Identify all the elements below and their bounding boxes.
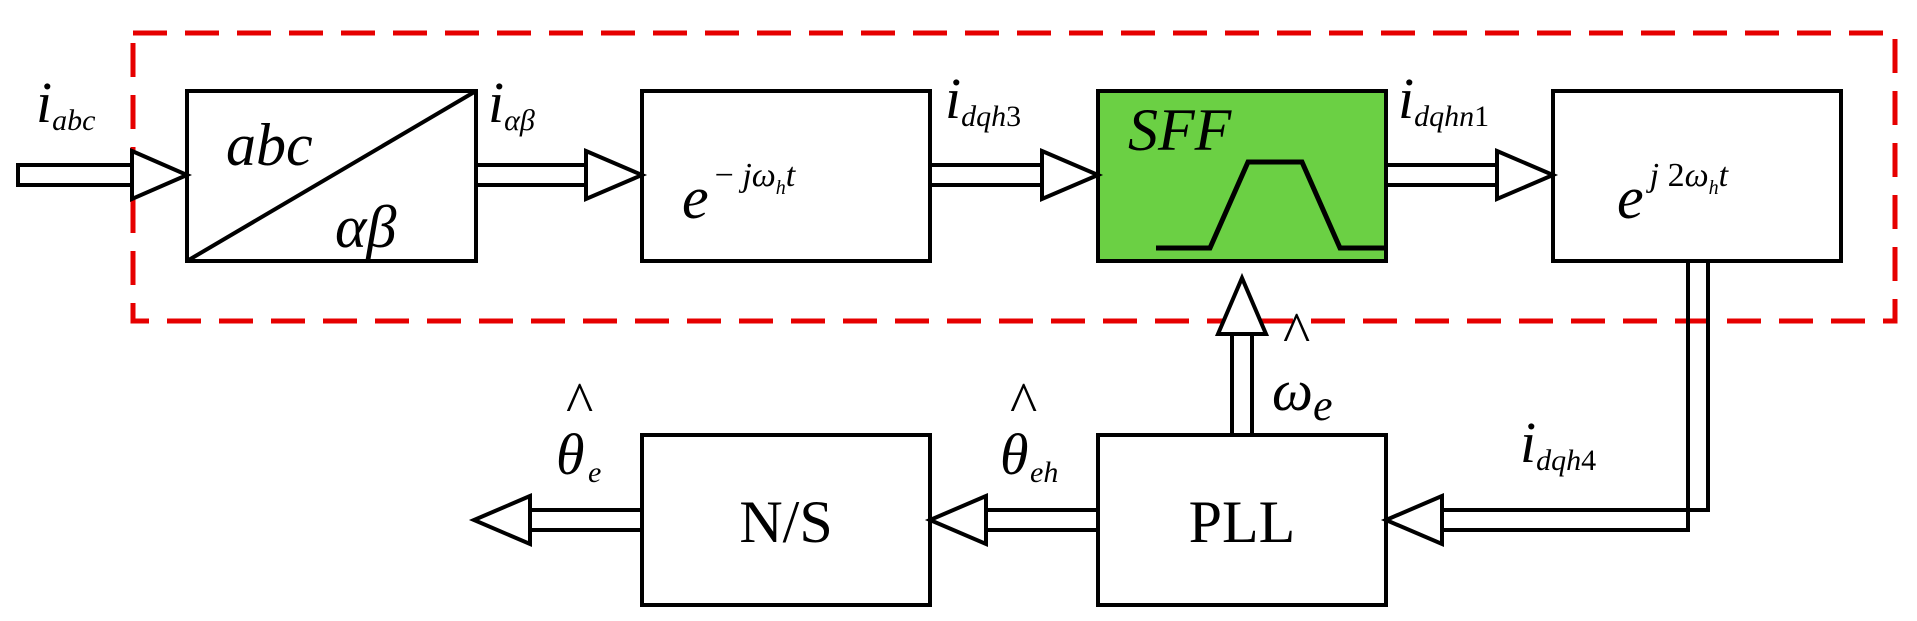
svg-text:θ: θ	[1000, 422, 1029, 487]
arrow-iabc-input	[16, 147, 193, 203]
svg-text:^: ^	[1010, 370, 1037, 435]
demod-expression: e− jωht	[682, 157, 797, 231]
arrow-omega-feedback	[1214, 272, 1270, 435]
label-theta-eh-hat: ^ θ eh	[1000, 370, 1058, 489]
arrow-theta-e-output	[468, 492, 642, 548]
arrow-idqh4	[1380, 261, 1710, 548]
ns-label: N/S	[739, 489, 832, 555]
arrow-ialphabeta	[476, 147, 648, 203]
pll-label: PLL	[1189, 489, 1296, 555]
block-pll[interactable]: PLL	[1096, 433, 1388, 607]
svg-text:ω: ω	[1272, 358, 1313, 423]
arrow-idqhn1	[1386, 147, 1559, 203]
svg-text:e: e	[588, 456, 601, 489]
transform-bottom-label: αβ	[335, 194, 396, 260]
block-demodulation[interactable]: e− jωht	[640, 89, 932, 263]
label-i-dqh3: idqh3	[945, 66, 1021, 133]
label-omega-e-hat: ^ ω e	[1272, 300, 1333, 430]
label-i-dqhn1: idqhn1	[1398, 66, 1489, 133]
label-theta-e-hat: ^ θ e	[556, 370, 601, 489]
svg-text:eh: eh	[1030, 456, 1058, 489]
transform-top-label: abc	[226, 112, 313, 178]
label-i-abc: iabc	[36, 70, 95, 137]
bandpass-curve-icon	[1156, 159, 1386, 251]
svg-text:θ: θ	[556, 422, 585, 487]
block-abc-to-alphabeta[interactable]: abc αβ	[185, 89, 478, 263]
filter-label: SFF	[1128, 97, 1233, 163]
label-i-dqh4: idqh4	[1520, 410, 1596, 477]
svg-text:^: ^	[1283, 300, 1310, 365]
svg-text:e: e	[1313, 381, 1333, 430]
block-sff-filter[interactable]: SFF	[1096, 89, 1388, 263]
label-i-alphabeta: iαβ	[488, 70, 535, 137]
svg-text:^: ^	[566, 370, 593, 435]
block-ns[interactable]: N/S	[640, 433, 932, 607]
arrow-theta-eh	[924, 492, 1098, 548]
arrow-idqh3	[930, 147, 1104, 203]
